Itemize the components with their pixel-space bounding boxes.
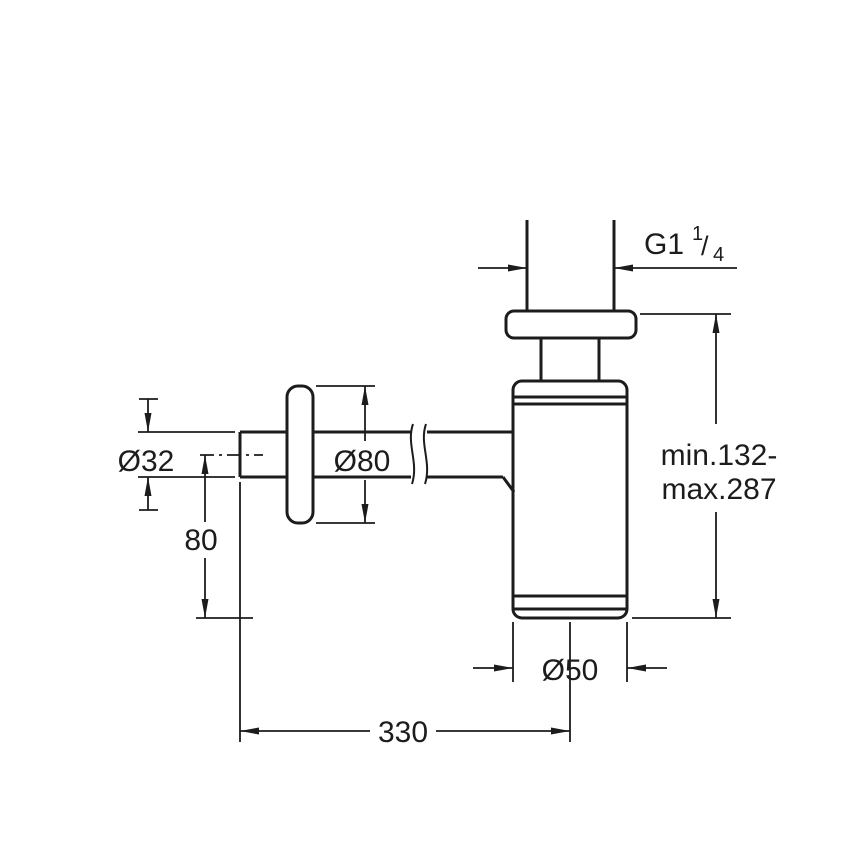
dimension-labels: G1 1 / 4 min.132- max.287 Ø32 Ø80 80 Ø50…: [118, 223, 778, 749]
pipe-break-curve-2: [422, 423, 429, 485]
dimension-lines: [138, 264, 737, 742]
flange-diameter-label: Ø80: [334, 445, 391, 478]
pipe-break-curve-1: [409, 423, 416, 485]
thread-fraction-denominator: 4: [713, 244, 724, 266]
escutcheon-flange: [504, 309, 638, 340]
part-outline: [238, 220, 638, 620]
body-diameter-label: Ø50: [542, 654, 599, 687]
pipe-body-chamfer: [501, 476, 516, 493]
wall-flange: [285, 384, 315, 525]
height-range-label-line1: min.132-: [661, 439, 778, 472]
thread-fraction-slash: /: [701, 231, 709, 261]
pipe-diameter-label: Ø32: [118, 445, 175, 478]
length-dimension-label: 330: [378, 716, 428, 749]
offset-dimension-label: 80: [184, 524, 217, 557]
trap-body: [511, 379, 629, 620]
height-range-label-line2: max.287: [661, 473, 776, 506]
thread-size-label: G1: [644, 228, 684, 261]
thread-fraction-numerator: 1: [692, 223, 703, 245]
